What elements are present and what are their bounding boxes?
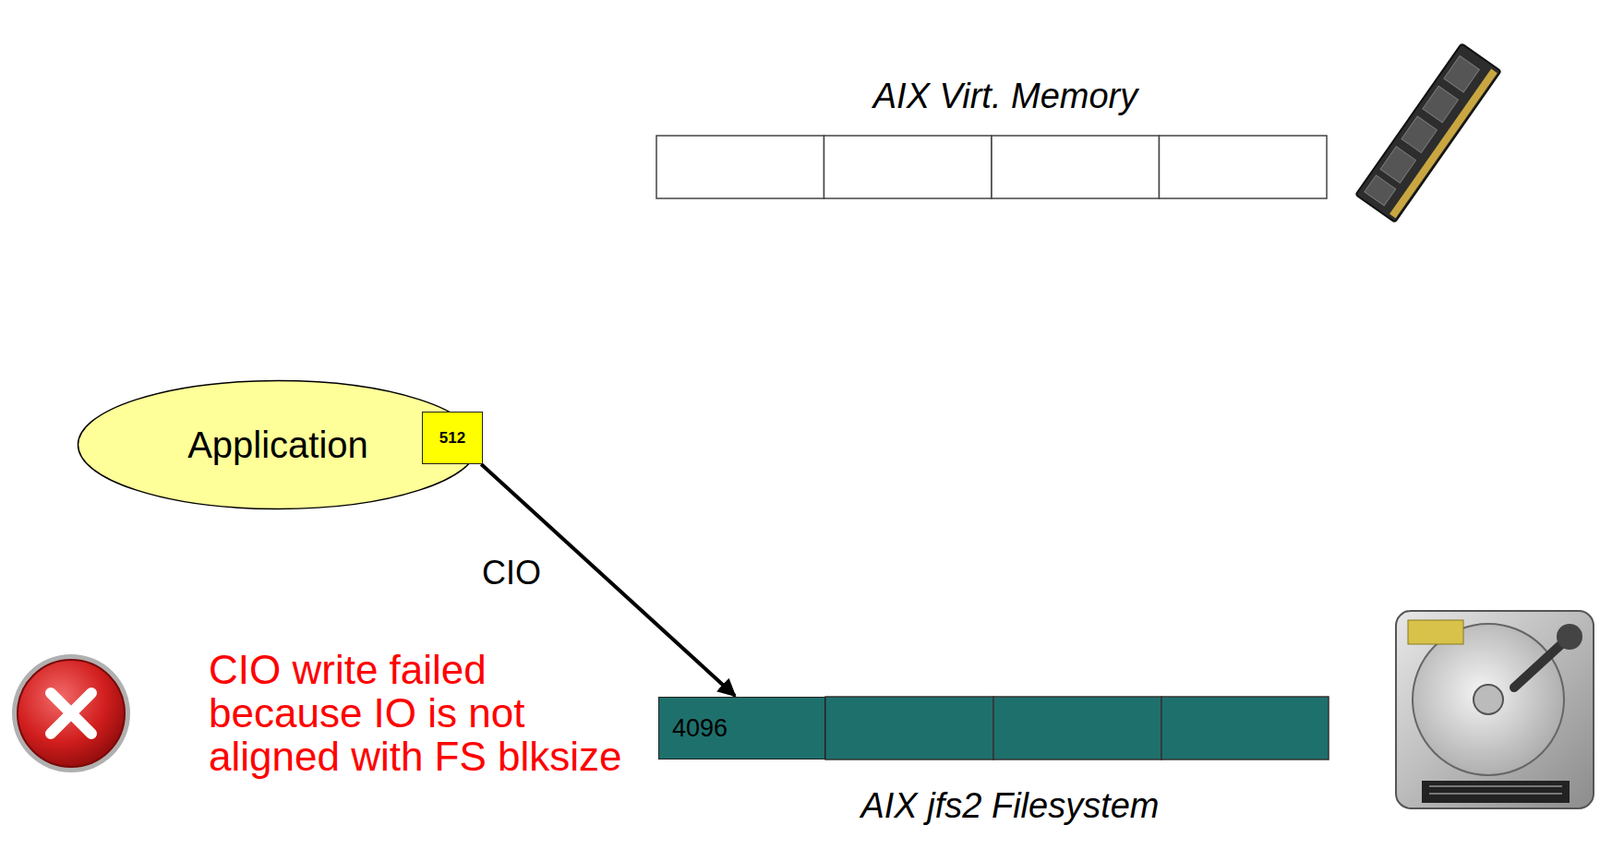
node-text: Application: [187, 424, 369, 467]
memory-bar: [656, 135, 1327, 199]
hard-disk-icon: [1395, 611, 1594, 809]
filesystem-bar: [825, 697, 1329, 760]
edge-label: CIO: [480, 553, 543, 593]
node-text: 4096: [672, 714, 728, 744]
node-text: 512: [439, 429, 466, 448]
block-size-box: 512: [421, 411, 483, 465]
error-icon: [12, 654, 131, 773]
filesystem-block: 4096: [658, 697, 826, 760]
filesystem-caption: AIX jfs2 Filesystem: [860, 787, 1159, 826]
ram-module-icon: [1355, 43, 1501, 223]
memory-caption: AIX Virt. Memory: [873, 77, 1138, 116]
error-message: CIO write failed because IO is not align…: [208, 648, 636, 779]
application-ellipse: Application: [76, 379, 480, 511]
